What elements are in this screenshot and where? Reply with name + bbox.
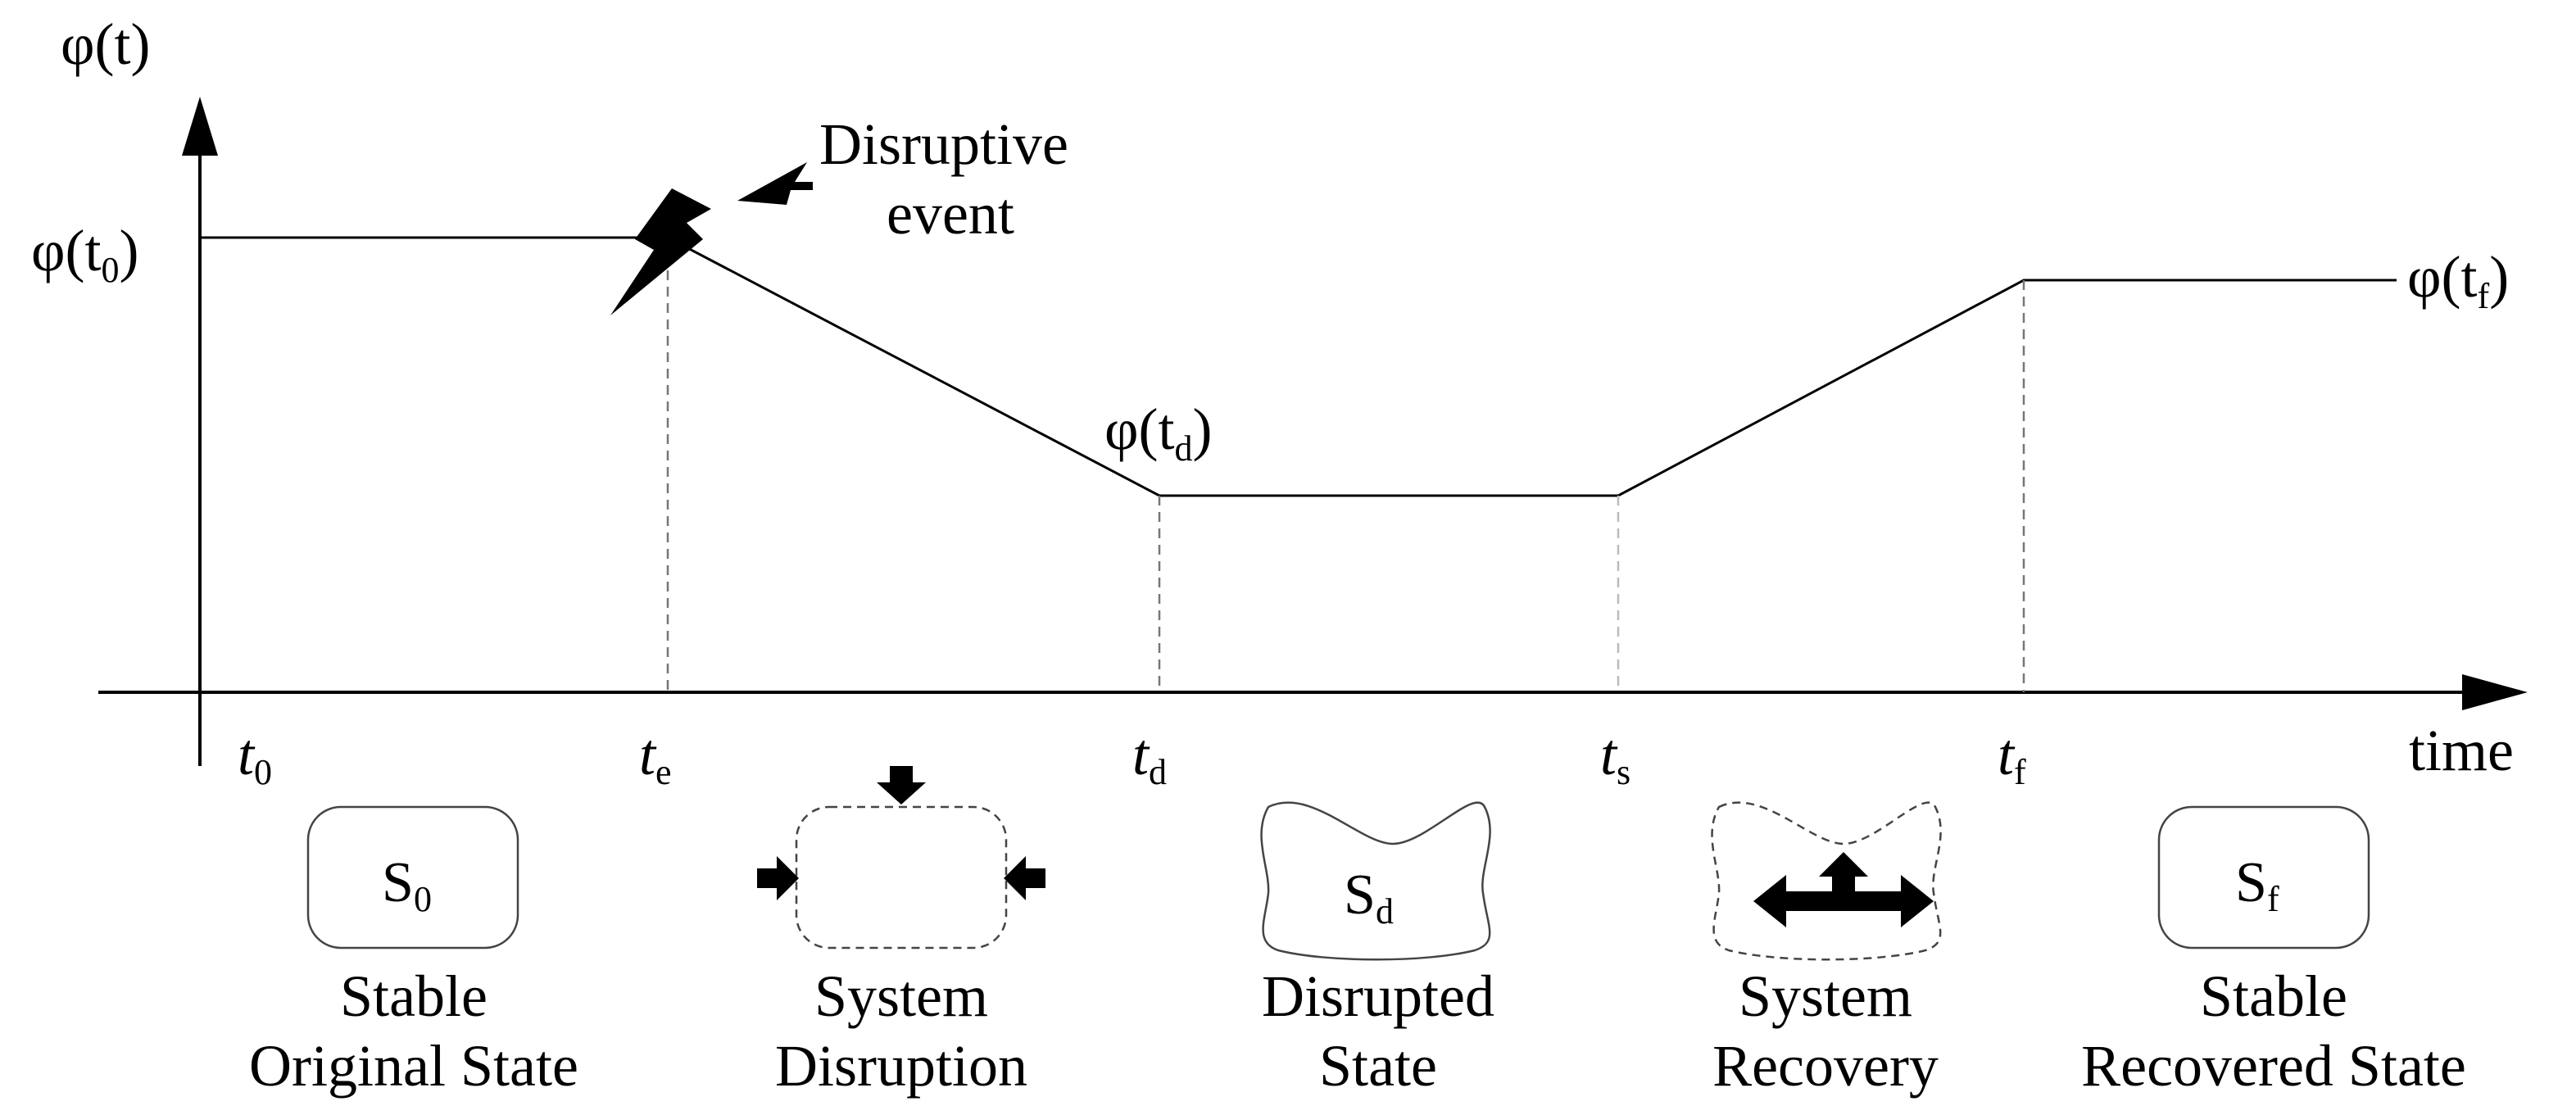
- event-label-line1: Disruptive: [819, 111, 1068, 177]
- caption-disruption-line2: Disruption: [775, 1033, 1027, 1099]
- state-shape-disrupted: [1260, 801, 1491, 961]
- state-shape-disrupted-label: Sd: [1344, 863, 1394, 931]
- caption-recovered-line1: Stable: [2200, 963, 2347, 1029]
- level-label-phi-tf: φ(tf): [2407, 244, 2509, 316]
- guide-lines: [666, 270, 2025, 692]
- caption-recovered-line2: Recovered State: [2081, 1033, 2466, 1099]
- tick-t0: t0: [238, 722, 272, 792]
- state-box-recovered: [2157, 805, 2370, 950]
- caption-disrupted-line2: State: [1319, 1033, 1437, 1099]
- tick-td: td: [1132, 722, 1167, 792]
- tick-ts: ts: [1600, 722, 1630, 792]
- inward-arrow-left-icon: [757, 856, 799, 900]
- y-axis-label: φ(t): [61, 11, 151, 77]
- caption-recovery-line1: System: [1739, 963, 1912, 1029]
- caption-original-line1: Stable: [340, 963, 488, 1029]
- event-label-line2: event: [887, 181, 1014, 247]
- lightning-bolt-icon: [610, 188, 711, 315]
- inward-arrow-right-icon: [1004, 856, 1045, 900]
- caption-recovery-line2: Recovery: [1712, 1033, 1939, 1099]
- outward-arrows-icon: [1753, 852, 1934, 927]
- level-label-phi-t0: φ(t0): [31, 218, 139, 290]
- level-label-phi-td: φ(td): [1104, 397, 1213, 469]
- state-captions: Stable Original State System Disruption …: [249, 963, 2466, 1099]
- state-box-original-label: S0: [382, 851, 432, 919]
- state-box-original: [306, 805, 519, 950]
- caption-disrupted-line1: Disrupted: [1262, 963, 1494, 1029]
- caption-disruption-line1: System: [814, 963, 988, 1029]
- caption-original-line2: Original State: [249, 1033, 578, 1099]
- state-box-recovered-label: Sf: [2235, 851, 2279, 919]
- x-axis-arrowhead: [2462, 674, 2528, 710]
- tick-te: te: [639, 722, 672, 792]
- x-axis-label: time: [2409, 718, 2514, 783]
- inward-arrow-top-icon: [877, 766, 926, 805]
- performance-curve: [200, 236, 2397, 497]
- y-axis-arrowhead: [182, 97, 218, 156]
- event-pointer-arrow: [737, 162, 813, 205]
- tick-tf: tf: [1998, 722, 2026, 792]
- state-box-disruption: [795, 805, 1008, 950]
- axes: [98, 97, 2528, 766]
